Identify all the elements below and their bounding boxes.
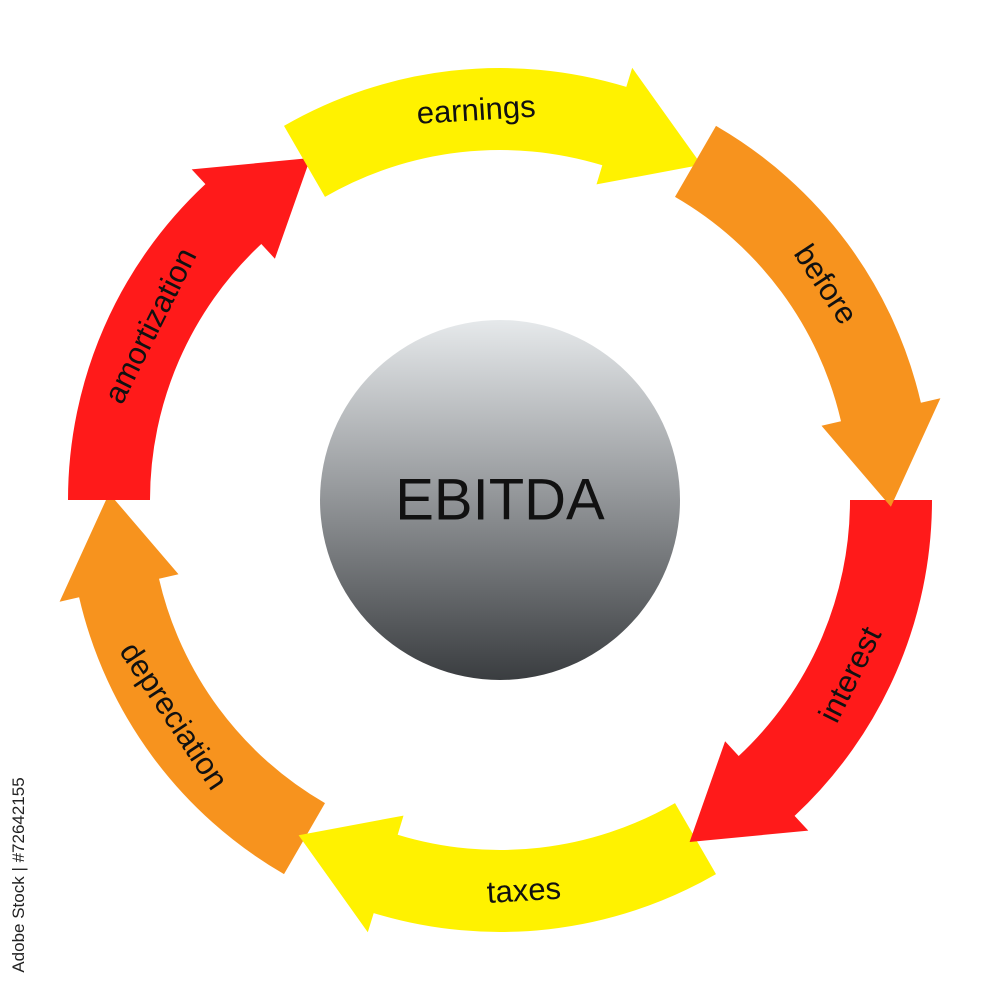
segment-label-earnings: earnings	[416, 89, 537, 131]
arrow-segment-interest	[689, 500, 932, 842]
arrow-segment-depreciation	[59, 493, 325, 875]
arrow-segment-before	[675, 125, 941, 507]
arrow-segment-amortization	[68, 158, 311, 500]
arrow-segment-earnings	[284, 67, 702, 197]
segment-label-taxes: taxes	[486, 871, 562, 910]
center-label: EBITDA	[395, 468, 605, 533]
arrow-segment-taxes	[298, 803, 716, 933]
center-circle	[320, 320, 680, 680]
